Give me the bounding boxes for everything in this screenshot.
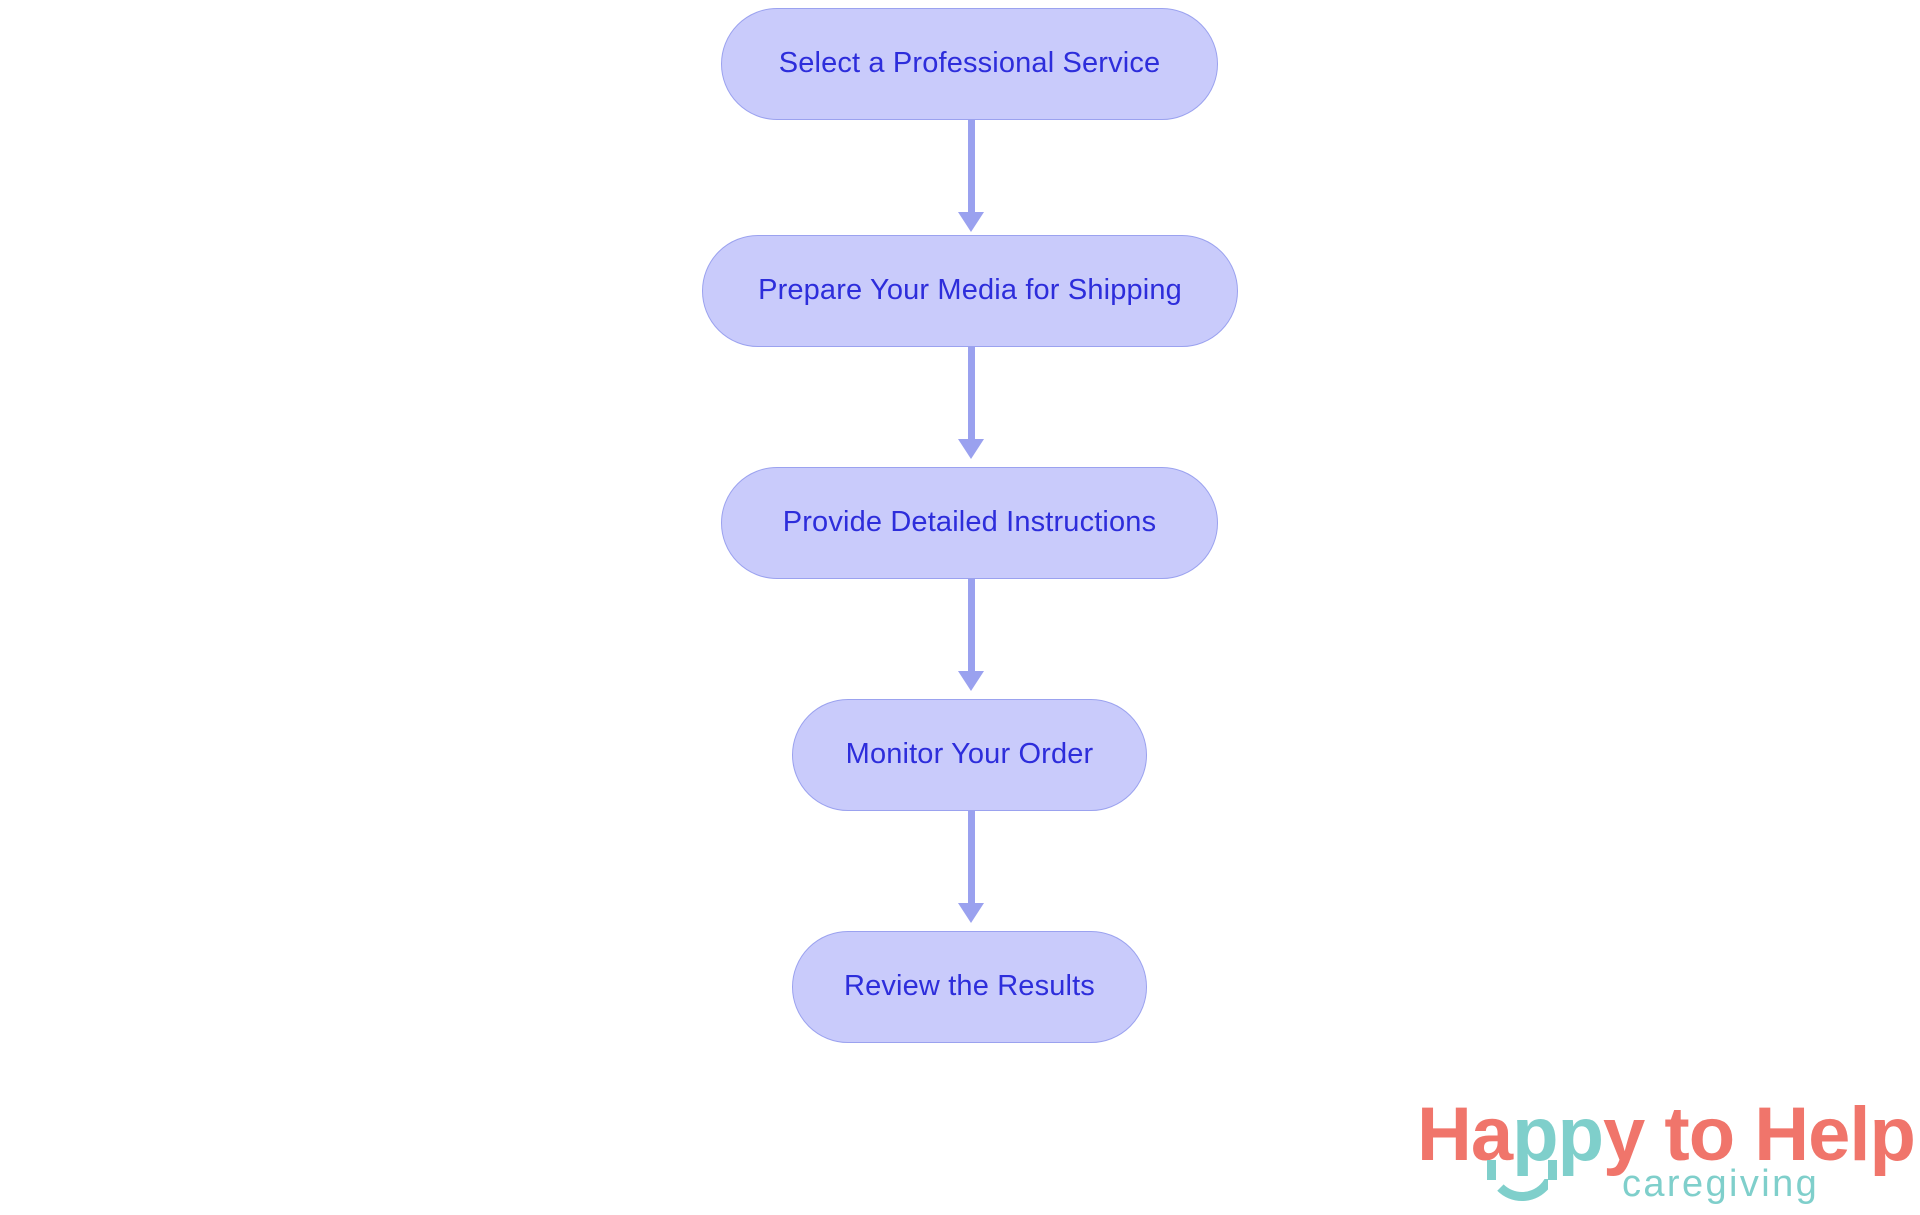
brand-logo: Happy to Help caregiving	[1417, 1097, 1916, 1207]
flow-edge-n1-n2-arrowhead	[958, 212, 984, 232]
flow-node-label: Review the Results	[844, 970, 1095, 1003]
flow-node-label: Select a Professional Service	[778, 47, 1161, 80]
logo-word-part-2: y to Help	[1603, 1092, 1916, 1177]
flow-edge-n4-n5-line	[968, 811, 975, 909]
flow-edge-n2-n3-line	[968, 347, 975, 445]
flow-edge-n1-n2-line	[968, 120, 975, 218]
smile-icon	[1487, 1159, 1557, 1201]
flow-edge-n3-n4-line	[968, 579, 975, 677]
logo-tagline: caregiving	[1622, 1163, 1820, 1205]
flow-node-prepare-your-media-for-shipping[interactable]: Prepare Your Media for Shipping	[702, 235, 1238, 347]
flow-edge-n4-n5-arrowhead	[958, 903, 984, 923]
flow-node-review-the-results[interactable]: Review the Results	[792, 931, 1147, 1043]
logo-wordmark: Happy to Help	[1417, 1097, 1916, 1173]
flow-edge-n3-n4-arrowhead	[958, 671, 984, 691]
flow-node-select-a-professional-service[interactable]: Select a Professional Service	[721, 8, 1218, 120]
flow-node-provide-detailed-instructions[interactable]: Provide Detailed Instructions	[721, 467, 1218, 579]
flow-edge-n2-n3-arrowhead	[958, 439, 984, 459]
flow-node-monitor-your-order[interactable]: Monitor Your Order	[792, 699, 1147, 811]
flow-node-label: Monitor Your Order	[845, 738, 1094, 771]
flow-node-label: Prepare Your Media for Shipping	[758, 274, 1182, 307]
flow-node-label: Provide Detailed Instructions	[782, 506, 1157, 539]
